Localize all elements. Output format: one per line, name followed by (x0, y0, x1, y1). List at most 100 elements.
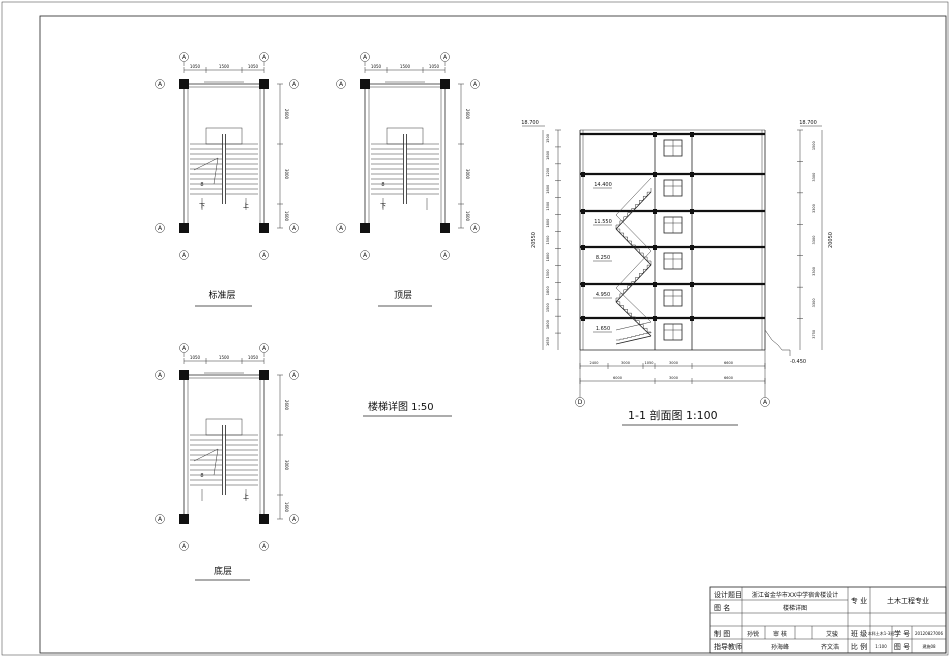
beam (653, 316, 657, 321)
dim-text: 1500 (219, 64, 230, 69)
dim-text: 1800 (546, 151, 550, 160)
axis-bubble (289, 79, 299, 89)
class-value: 本科土木1-3班 (868, 630, 895, 636)
dim-text: 3300 (812, 267, 816, 276)
beam (690, 282, 694, 287)
column (179, 370, 189, 380)
dim-text: 1050 (645, 361, 654, 365)
beam (690, 132, 694, 137)
dim-text: 1500 (219, 355, 230, 360)
level-label: 4.950 (596, 292, 610, 298)
axis-bubble-label: A (339, 81, 344, 88)
dim-text: 2600 (465, 109, 470, 120)
beam (690, 245, 694, 250)
stair-slab (615, 301, 652, 337)
dim-text: 3300 (812, 173, 816, 182)
top-level-right: 18.700 (799, 120, 817, 126)
axis-bubble-label: A (763, 399, 768, 406)
axis-bubble (179, 343, 189, 353)
advisor-2: 齐文浩 (821, 643, 839, 651)
axis-bubble (440, 250, 450, 260)
dim-text: 6000 (613, 376, 622, 380)
dim-text: 1600 (284, 211, 289, 222)
dim-text: 1800 (546, 185, 550, 194)
dim-text: 1050 (190, 355, 201, 360)
axis-bubble-label: A (182, 252, 187, 259)
major: 土木工程专业 (887, 596, 929, 605)
top-level-left: 18.700 (521, 120, 539, 126)
column (179, 79, 189, 89)
dim-text: 3300 (812, 298, 816, 307)
dim-text: 1800 (546, 286, 550, 295)
axis-bubble (289, 223, 299, 233)
axis-bubble-label: A (443, 54, 448, 61)
stair-slab (615, 191, 652, 230)
axis-bubble-label: A (473, 81, 478, 88)
dim-text: 3000 (465, 169, 470, 180)
drawn-label: 制 图 (714, 629, 730, 638)
stair-flight (616, 261, 652, 299)
axis-bubble-label: A (363, 54, 368, 61)
axis-bubble-label: A (262, 252, 267, 259)
break-line (193, 448, 219, 476)
step-number: 8 (200, 473, 203, 479)
sheet-no-label: 图 号 (894, 643, 910, 651)
break-line (193, 157, 219, 185)
dim-text: 1500 (546, 236, 550, 245)
stair-rail (615, 250, 652, 289)
axis-bubble-label: A (292, 81, 297, 88)
stair-slab (615, 335, 652, 345)
column (440, 79, 450, 89)
dim-text: 2600 (284, 109, 289, 120)
down-label: 下 (380, 203, 386, 210)
landing (386, 127, 424, 145)
axis-bubble (179, 250, 189, 260)
dim-text: 3750 (812, 330, 816, 339)
advisor-label: 指导教师 (714, 642, 742, 651)
beam (653, 282, 657, 287)
stair-flight (615, 298, 651, 333)
axis-bubble (289, 514, 299, 524)
beam (690, 172, 694, 177)
stair-slab (615, 264, 652, 303)
plan-label-ground: 底层 (214, 565, 232, 577)
dim-text: 3000 (669, 361, 678, 365)
up-label: 上 (243, 202, 249, 210)
axis-bubble-label: A (262, 345, 267, 352)
dim-text: 3300 (812, 204, 816, 213)
axis-bubble (289, 370, 299, 380)
design-topic: 浙江省金华市XX中学宿舍楼设计 (752, 591, 838, 599)
axis-bubble (155, 370, 165, 380)
dim-text: 1200 (546, 168, 550, 177)
axis-bubble-label: A (292, 225, 297, 232)
axis-bubble-label: A (443, 252, 448, 259)
landing (205, 418, 243, 436)
up-label: 上 (243, 493, 249, 501)
axis-bubble-label: A (262, 54, 267, 61)
entrance-steps (764, 329, 791, 356)
beam (581, 209, 585, 214)
beam (581, 316, 585, 321)
axis-bubble-label: A (158, 516, 163, 523)
column (440, 223, 450, 233)
plan-group-title: 楼梯详图 1:50 (368, 400, 434, 413)
dim-text: 1050 (371, 64, 382, 69)
axis-bubble-label: A (339, 225, 344, 232)
dim-text: 1800 (546, 252, 550, 261)
column (259, 514, 269, 524)
inner-border (39, 15, 947, 654)
axis-bubble (155, 514, 165, 524)
dim-text: 1500 (546, 269, 550, 278)
axis-bubble (179, 52, 189, 62)
axis-bubble (259, 52, 269, 62)
plan-label-standard: 标准层 (208, 289, 235, 301)
class-label: 班 级 (851, 629, 867, 638)
axis-bubble (155, 79, 165, 89)
axis-bubble-label: A (262, 543, 267, 550)
plan-label-top: 顶层 (394, 290, 412, 301)
dim-text: 1800 (546, 320, 550, 329)
axis-bubble-label: A (158, 225, 163, 232)
